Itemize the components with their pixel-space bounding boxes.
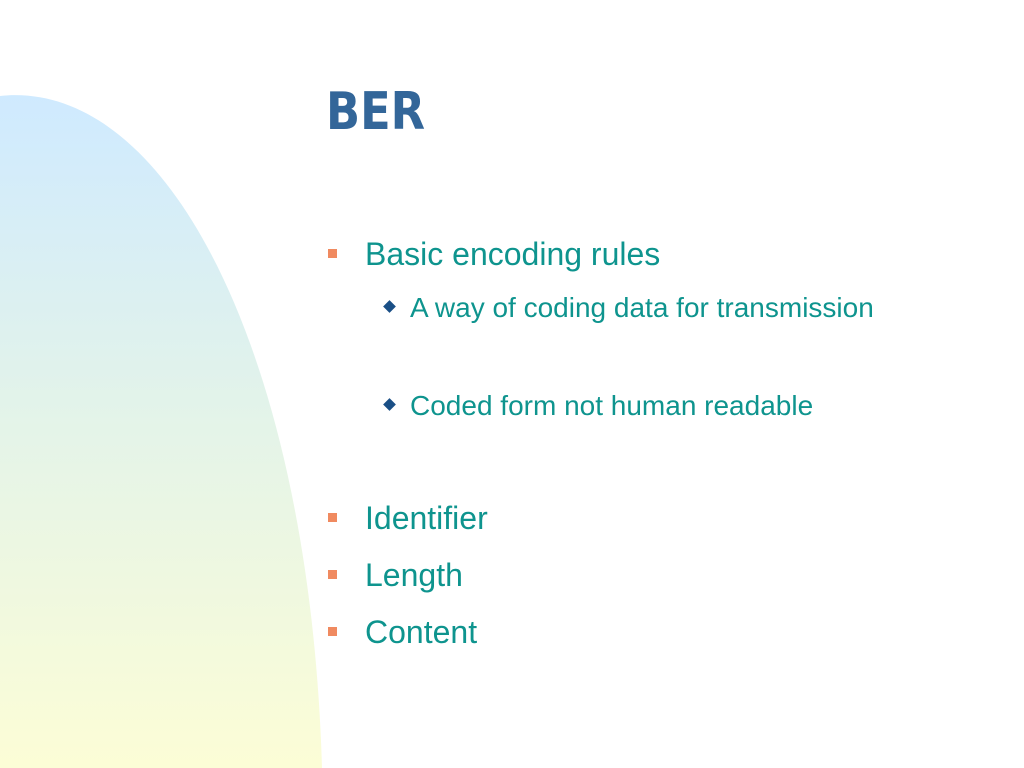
- bullet-text: Length: [365, 557, 463, 593]
- bullet-text: Basic encoding rules: [365, 236, 661, 272]
- bullet-text: Identifier: [365, 500, 488, 536]
- square-bullet-icon: [328, 627, 337, 636]
- bullet-text: Content: [365, 614, 478, 650]
- square-bullet-icon: [328, 249, 337, 258]
- subbullet-text: A way of coding data for transmission: [410, 292, 874, 323]
- slide-title: BER: [326, 82, 426, 142]
- square-bullet-icon: [328, 570, 337, 579]
- subbullet-text: Coded form not human readable: [410, 390, 814, 421]
- square-bullet-icon: [328, 513, 337, 522]
- diamond-bullet-icon: [383, 300, 396, 313]
- diamond-bullet-icon: [383, 398, 396, 411]
